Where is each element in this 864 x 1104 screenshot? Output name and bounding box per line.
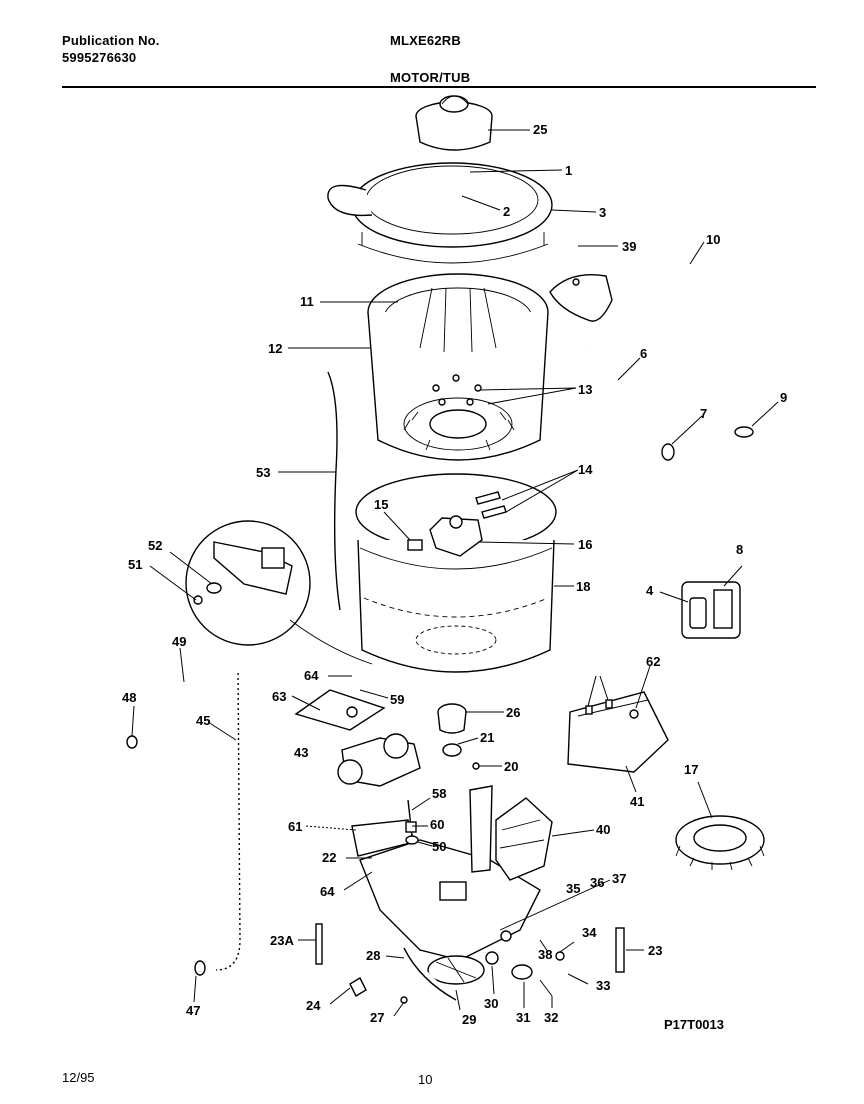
part-label-23: 23 bbox=[648, 943, 662, 958]
part-label-29: 29 bbox=[462, 1012, 476, 1027]
part-label-20: 20 bbox=[504, 759, 518, 774]
part-label-22: 22 bbox=[322, 850, 336, 865]
part-label-64: 64 bbox=[304, 668, 319, 683]
part-label-34: 34 bbox=[582, 925, 597, 940]
publication-label: Publication No. bbox=[62, 33, 160, 48]
part-label-24: 24 bbox=[306, 998, 321, 1013]
part-label-51: 51 bbox=[128, 557, 142, 572]
part-label-2: 2 bbox=[503, 204, 510, 219]
part-label-25: 25 bbox=[533, 122, 547, 137]
diagram-code: P17T0013 bbox=[664, 1017, 724, 1032]
footer-date: 12/95 bbox=[62, 1070, 95, 1085]
motor-base-drawing bbox=[294, 689, 625, 1004]
part-label-3: 3 bbox=[599, 205, 606, 220]
drain-hose-drawing bbox=[126, 669, 244, 976]
part-label-17: 17 bbox=[684, 762, 698, 777]
part-label-41: 41 bbox=[630, 794, 644, 809]
detail-inset-drawing bbox=[185, 520, 373, 665]
part-label-8: 8 bbox=[736, 542, 743, 557]
drain-tube-drawing bbox=[327, 371, 341, 611]
page-number: 10 bbox=[418, 1072, 433, 1087]
part-label-18: 18 bbox=[576, 579, 590, 594]
part-label-62: 62 bbox=[646, 654, 660, 669]
part-label-11: 11 bbox=[300, 294, 314, 309]
part-label-43: 43 bbox=[294, 745, 308, 760]
wash-basket-drawing bbox=[367, 273, 549, 461]
part-label-37: 37 bbox=[612, 871, 626, 886]
leader-lines bbox=[131, 129, 779, 1017]
part-label-27: 27 bbox=[370, 1010, 384, 1025]
part-labels: 25 1 2 3 39 10 11 12 13 6 7 9 53 14 15 1… bbox=[122, 122, 787, 1027]
part-label-60: 60 bbox=[430, 817, 444, 832]
part-label-30: 30 bbox=[484, 996, 498, 1011]
part-label-10: 10 bbox=[706, 232, 720, 247]
part-label-45: 45 bbox=[196, 713, 210, 728]
part-label-6: 6 bbox=[640, 346, 647, 361]
part-label-16: 16 bbox=[578, 537, 592, 552]
part-label-36: 36 bbox=[590, 875, 604, 890]
part-label-21: 21 bbox=[480, 730, 494, 745]
part-label-53: 53 bbox=[256, 465, 270, 480]
gear-ring-drawing bbox=[675, 815, 765, 871]
part-label-13: 13 bbox=[578, 382, 592, 397]
header-rule bbox=[62, 86, 816, 88]
part-label-63: 63 bbox=[272, 689, 286, 704]
part-label-59: 59 bbox=[390, 692, 404, 707]
part-label-26: 26 bbox=[506, 705, 520, 720]
publication-number: 5995276630 bbox=[62, 50, 137, 65]
section-title: MOTOR/TUB bbox=[390, 70, 471, 85]
part-label-31: 31 bbox=[516, 1010, 530, 1025]
hoses-drawing bbox=[549, 257, 754, 461]
part-label-35: 35 bbox=[566, 881, 580, 896]
part-label-14: 14 bbox=[578, 462, 593, 477]
part-label-39: 39 bbox=[622, 239, 636, 254]
cover-drawing bbox=[567, 691, 669, 773]
part-label-28: 28 bbox=[366, 948, 380, 963]
part-label-61: 61 bbox=[288, 819, 302, 834]
switch-drawing bbox=[681, 581, 741, 639]
part-label-15: 15 bbox=[374, 497, 388, 512]
part-label-47: 47 bbox=[186, 1003, 200, 1018]
part-label-40: 40 bbox=[596, 822, 610, 837]
part-label-4: 4 bbox=[646, 583, 654, 598]
tub-cover-drawing bbox=[327, 162, 553, 264]
part-label-1: 1 bbox=[565, 163, 572, 178]
part-label-49: 49 bbox=[172, 634, 186, 649]
part-label-64-lower: 64 bbox=[320, 884, 335, 899]
model-number: MLXE62RB bbox=[390, 33, 461, 48]
part-label-38: 38 bbox=[538, 947, 552, 962]
part-label-58: 58 bbox=[432, 786, 446, 801]
part-label-50: 50 bbox=[432, 839, 446, 854]
outer-tub-drawing bbox=[355, 473, 557, 673]
part-label-12: 12 bbox=[268, 341, 282, 356]
part-label-9: 9 bbox=[780, 390, 787, 405]
part-label-52: 52 bbox=[148, 538, 162, 553]
part-label-48: 48 bbox=[122, 690, 136, 705]
part-label-23a: 23A bbox=[270, 933, 294, 948]
part-label-33: 33 bbox=[596, 978, 610, 993]
part-label-7: 7 bbox=[700, 406, 707, 421]
agitator-cap-drawing bbox=[415, 95, 493, 151]
part-label-32: 32 bbox=[544, 1010, 558, 1025]
